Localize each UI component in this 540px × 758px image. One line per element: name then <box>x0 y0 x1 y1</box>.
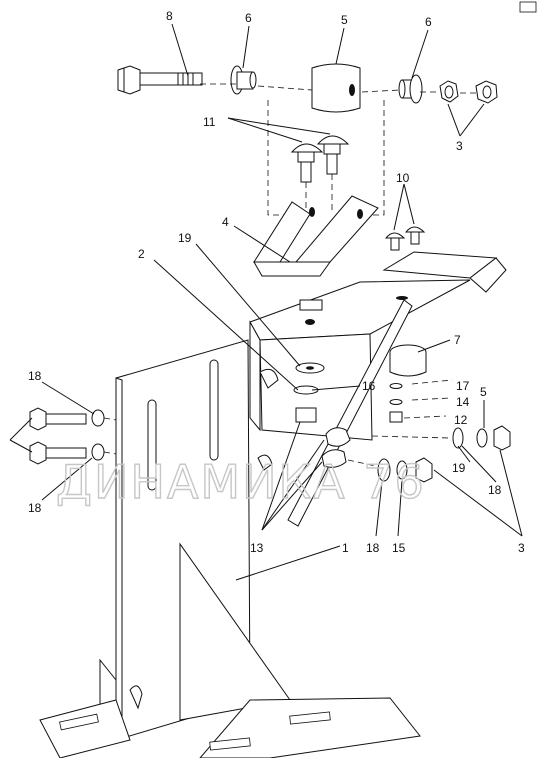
label-17: 17 <box>456 379 470 393</box>
label-18-right: 18 <box>488 483 502 497</box>
label-18-upper-left: 18 <box>28 369 42 383</box>
label-11: 11 <box>203 115 216 129</box>
watermark: ДИНАМИКА 76 <box>56 455 426 509</box>
label-18-lower-left: 18 <box>28 501 42 515</box>
label-18-middle: 18 <box>366 541 380 555</box>
label-2: 2 <box>138 247 145 261</box>
carriage-bolts-11 <box>290 135 350 183</box>
brace-13 <box>287 299 413 527</box>
washers-nuts-middle <box>321 427 433 483</box>
bracket-2 <box>249 279 471 441</box>
label-19-right: 19 <box>452 461 466 475</box>
plate-7 <box>382 251 507 377</box>
label-13: 13 <box>250 541 264 555</box>
left-bolts-18 <box>29 407 117 465</box>
washer-nut-stack <box>293 362 453 423</box>
callout-labels: 8 6 5 6 11 3 10 4 19 2 7 16 17 5 14 12 1… <box>28 9 525 555</box>
label-14: 14 <box>456 395 470 409</box>
label-4: 4 <box>222 215 229 229</box>
label-6-right: 6 <box>425 15 432 29</box>
label-7: 7 <box>454 333 461 347</box>
label-15: 15 <box>392 541 406 555</box>
label-16: 16 <box>362 379 376 393</box>
label-8: 8 <box>166 9 173 23</box>
washers-nuts-right <box>371 425 511 451</box>
label-6-left: 6 <box>245 11 252 25</box>
label-3-bottom: 3 <box>518 541 525 555</box>
bolt-8 <box>117 65 203 95</box>
spacer-5 <box>311 63 361 113</box>
label-5-top: 5 <box>341 13 348 27</box>
carriage-bolts-10 <box>384 226 426 251</box>
leader-lines <box>9 23 523 581</box>
bracket-4 <box>253 195 379 277</box>
label-3-top: 3 <box>456 139 463 153</box>
post-1 <box>39 339 421 758</box>
label-5-right: 5 <box>480 385 487 399</box>
label-12: 12 <box>454 413 468 427</box>
label-1: 1 <box>342 541 349 555</box>
corner-mark <box>519 1 537 13</box>
nuts-3-top <box>439 80 498 104</box>
label-19-top: 19 <box>178 231 192 245</box>
bushing-6-right <box>398 74 423 104</box>
label-10: 10 <box>396 171 410 185</box>
bushing-6-left <box>230 65 257 95</box>
